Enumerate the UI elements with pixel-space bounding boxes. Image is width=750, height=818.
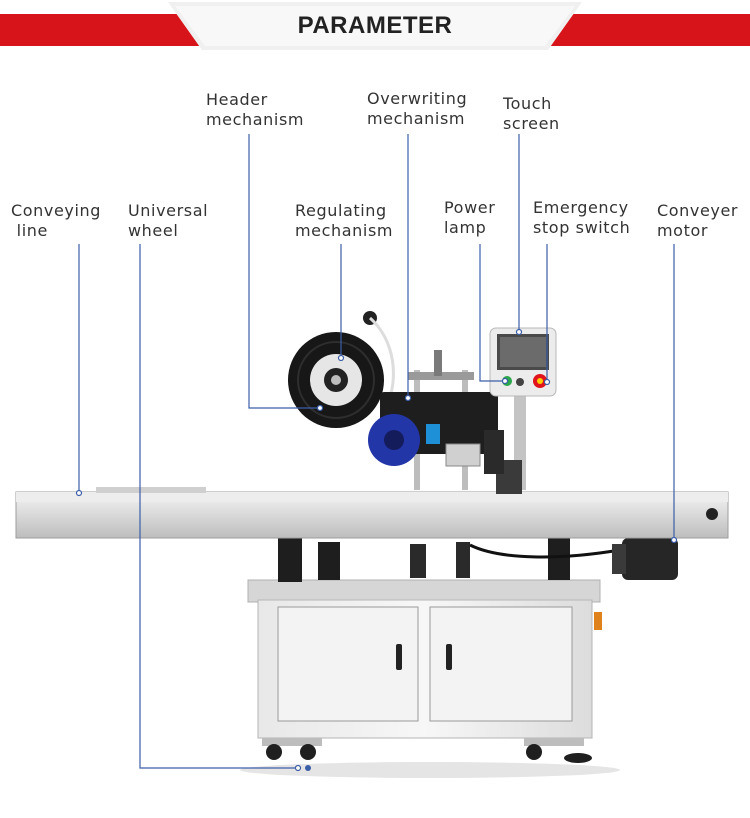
label-emergency-stop-switch: Emergency stop switch: [533, 198, 631, 237]
label-regulating-mechanism: Regulating mechanism: [295, 201, 394, 240]
door-handle-right: [446, 644, 452, 670]
leader-endpoints: [75, 328, 678, 772]
leader-line-universal-wheel: [139, 244, 298, 769]
floor-shadow: [240, 762, 620, 778]
cabinet: [247, 579, 602, 739]
label-overwriting-mechanism: Overwriting mechanism: [367, 89, 468, 128]
conveyor-belt: [15, 487, 729, 539]
label-universal-wheel: Universal wheel: [128, 201, 209, 240]
leader-line-header-mechanism: [248, 134, 318, 409]
labeling-head: [368, 392, 504, 474]
label-conveyer-motor: Conveyer motor: [657, 201, 739, 240]
label-reel: [288, 311, 395, 428]
door-handle-left: [396, 644, 402, 670]
caster-wheels: [262, 738, 592, 771]
control-panel: [489, 327, 557, 397]
label-power-lamp: Power lamp: [444, 198, 496, 237]
page-title: PARAMETER: [297, 12, 453, 39]
conveyer-motor-body: [622, 538, 678, 580]
label-touch-screen: Touch screen: [503, 94, 560, 133]
label-conveying-line: Conveying line: [11, 201, 102, 240]
leader-lines: [78, 134, 675, 769]
leader-line-power-lamp: [479, 244, 503, 382]
label-header-mechanism: Header mechanism: [206, 90, 305, 129]
header-banner: [0, 2, 750, 50]
